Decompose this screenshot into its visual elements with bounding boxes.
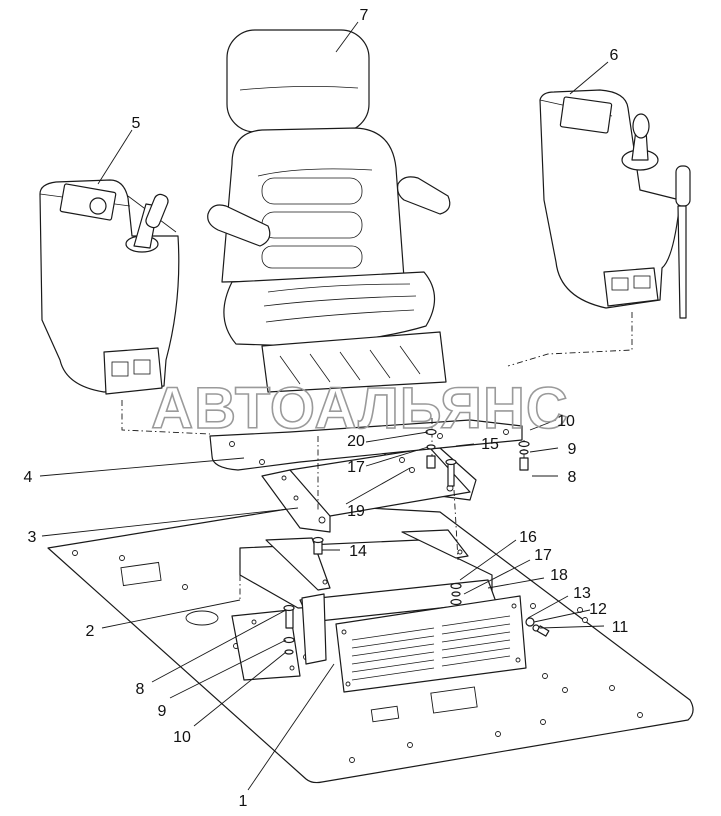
callout-13: 13 bbox=[573, 585, 591, 602]
callout-20: 20 bbox=[347, 433, 365, 450]
callout-4: 4 bbox=[24, 469, 33, 486]
callout-16: 16 bbox=[519, 529, 537, 546]
callout-1: 1 bbox=[239, 793, 248, 810]
floor-plate-cutout-front bbox=[430, 686, 478, 714]
callout-17: 17 bbox=[534, 547, 552, 564]
callout-9: 9 bbox=[568, 441, 577, 458]
seat-base-frame bbox=[231, 529, 497, 681]
seat-headrest bbox=[226, 29, 370, 133]
watermark: АВТОАЛЬЯНС bbox=[151, 376, 568, 441]
fasteners bbox=[283, 428, 550, 655]
callout-labels: 1 2 3 4 5 6 7 8 8 9 9 10 10 11 12 13 14 … bbox=[24, 7, 629, 810]
callout-7: 7 bbox=[360, 7, 369, 24]
callout-2: 2 bbox=[86, 623, 95, 640]
operator-seat bbox=[207, 29, 451, 393]
floor-plate-round-hole bbox=[185, 610, 219, 626]
seat-slide-plate bbox=[209, 419, 523, 471]
callout-15: 15 bbox=[481, 436, 499, 453]
callout-9: 9 bbox=[158, 703, 167, 720]
floor-plate-cutout-small bbox=[370, 705, 400, 723]
floor-plate-cutout bbox=[120, 561, 162, 587]
callout-18: 18 bbox=[550, 567, 568, 584]
callout-5: 5 bbox=[132, 115, 141, 132]
grille-panel bbox=[301, 593, 527, 693]
callout-11: 11 bbox=[612, 619, 629, 636]
seat-suspension bbox=[261, 331, 447, 393]
callout-8: 8 bbox=[568, 469, 577, 486]
seat-backrest bbox=[221, 127, 405, 283]
leader-lines bbox=[39, 21, 609, 791]
left-control-console bbox=[39, 179, 180, 395]
right-control-console bbox=[539, 89, 691, 319]
callout-10: 10 bbox=[173, 729, 191, 746]
callout-19: 19 bbox=[347, 503, 365, 520]
callout-14: 14 bbox=[349, 543, 367, 560]
callout-10: 10 bbox=[557, 413, 575, 430]
callout-3: 3 bbox=[28, 529, 37, 546]
callout-6: 6 bbox=[610, 47, 619, 64]
seat-armrest-left bbox=[207, 204, 271, 247]
callout-8: 8 bbox=[136, 681, 145, 698]
seat-armrest-right bbox=[397, 176, 451, 215]
callout-17: 17 bbox=[347, 459, 365, 476]
callout-12: 12 bbox=[589, 601, 607, 618]
